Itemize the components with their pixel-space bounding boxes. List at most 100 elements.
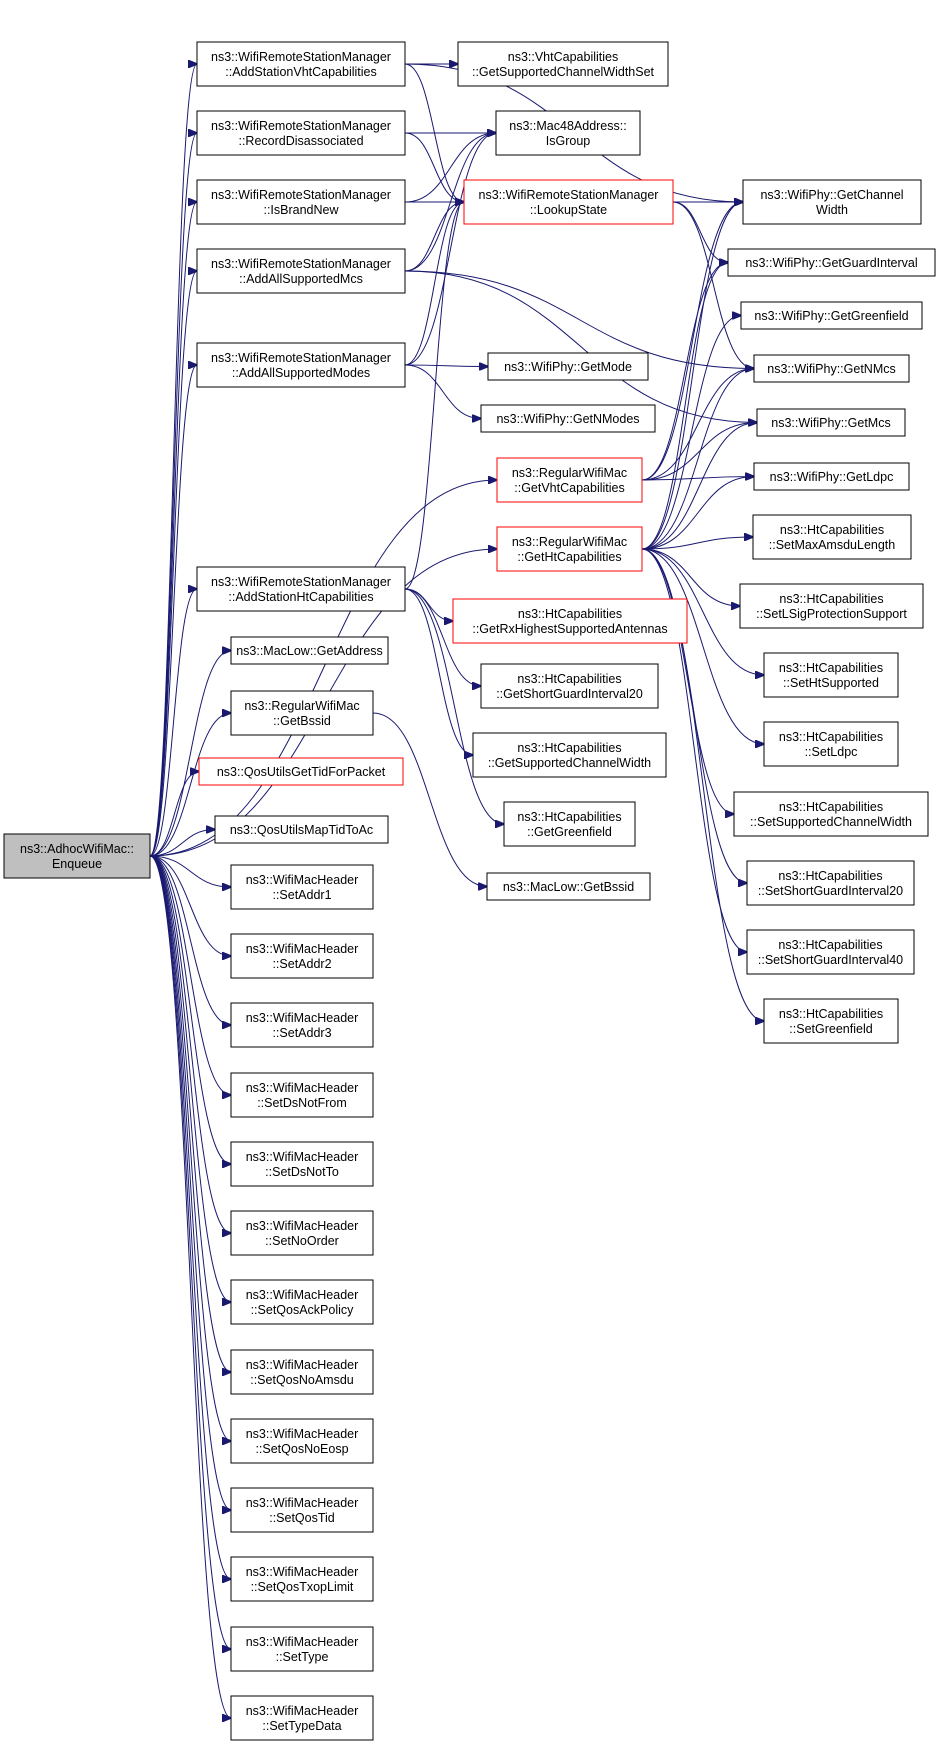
node-is-brand-new[interactable]: ns3::WifiRemoteStationManager::IsBrandNe…: [196, 179, 406, 225]
node-set-addr3[interactable]: ns3::WifiMacHeader::SetAddr3: [230, 1002, 374, 1048]
node-set-addr2[interactable]: ns3::WifiMacHeader::SetAddr2: [230, 933, 374, 979]
node-box: [763, 998, 899, 1044]
node-set-ldpc[interactable]: ns3::HtCapabilities::SetLdpc: [763, 721, 899, 767]
edge-reg-ht-to-phy-ldpc: [641, 477, 754, 550]
node-root[interactable]: ns3::AdhocWifiMac::Enqueue: [3, 833, 151, 879]
node-set-green[interactable]: ns3::HtCapabilities::SetGreenfield: [763, 998, 899, 1044]
node-box: [452, 598, 688, 644]
node-label: ns3::WifiPhy::GetMode: [504, 360, 632, 374]
node-set-qos-no-eosp[interactable]: ns3::WifiMacHeader::SetQosNoEosp: [230, 1418, 374, 1464]
edge-add-all-modes-to-get-nmodes: [404, 364, 481, 419]
node-set-type-data[interactable]: ns3::WifiMacHeader::SetTypeData: [230, 1695, 374, 1741]
node-box: [480, 404, 656, 433]
node-box: [763, 721, 899, 767]
node-add-all-modes[interactable]: ns3::WifiRemoteStationManager::AddAllSup…: [196, 342, 406, 388]
node-label: ::SetShortGuardInterval40: [758, 953, 903, 967]
edge-reg-ht-to-phy-chan-w: [641, 202, 743, 550]
node-label: ::AddAllSupportedModes: [232, 366, 370, 380]
node-box: [739, 583, 924, 629]
node-rec-disassoc[interactable]: ns3::WifiRemoteStationManager::RecordDis…: [196, 110, 406, 156]
node-get-mode[interactable]: ns3::WifiPhy::GetMode: [487, 352, 649, 381]
node-add-sta-vht[interactable]: ns3::WifiRemoteStationManager::AddStatio…: [196, 41, 406, 87]
node-is-group[interactable]: ns3::Mac48Address::IsGroup: [495, 110, 641, 156]
node-phy-gi[interactable]: ns3::WifiPhy::GetGuardInterval: [727, 248, 936, 277]
node-label: ns3::HtCapabilities: [779, 592, 883, 606]
node-box: [230, 1279, 374, 1325]
node-box: [196, 179, 406, 225]
node-box: [230, 933, 374, 979]
node-vht-chan-width[interactable]: ns3::VhtCapabilities::GetSupportedChanne…: [457, 41, 669, 87]
node-set-max-amsdu[interactable]: ns3::HtCapabilities::SetMaxAmsduLength: [752, 514, 912, 560]
node-label: ::SetAddr3: [272, 1026, 331, 1040]
edge-root-to-add-all-mcs: [149, 271, 197, 857]
node-reg-ht[interactable]: ns3::RegularWifiMac::GetHtCapabilities: [496, 526, 643, 572]
node-reg-get-bssid[interactable]: ns3::RegularWifiMac::GetBssid: [230, 690, 374, 736]
node-set-ds-not-to[interactable]: ns3::WifiMacHeader::SetDsNotTo: [230, 1141, 374, 1187]
node-box: [727, 248, 936, 277]
node-label: ns3::WifiRemoteStationManager: [211, 119, 391, 133]
node-mac-low-bssid[interactable]: ns3::MacLow::GetBssid: [486, 872, 651, 901]
node-box: [752, 514, 912, 560]
node-label: ns3::HtCapabilities: [779, 1007, 883, 1021]
edge-reg-ht-to-phy-gi: [641, 263, 728, 550]
node-set-qos-ack[interactable]: ns3::WifiMacHeader::SetQosAckPolicy: [230, 1279, 374, 1325]
function-nodes: ns3::AdhocWifiMac::Enqueue ns3::WifiRemot…: [3, 41, 936, 1741]
node-label: ns3::HtCapabilities: [779, 730, 883, 744]
node-box: [733, 791, 929, 837]
node-set-sup-chan-w[interactable]: ns3::HtCapabilities::SetSupportedChannel…: [733, 791, 929, 837]
node-set-type[interactable]: ns3::WifiMacHeader::SetType: [230, 1626, 374, 1672]
node-get-nmodes[interactable]: ns3::WifiPhy::GetNModes: [480, 404, 656, 433]
edge-root-to-set-ds-not-to: [149, 855, 231, 1164]
node-add-sta-ht[interactable]: ns3::WifiRemoteStationManager::AddStatio…: [196, 566, 406, 612]
edge-add-sta-ht-to-get-green: [404, 588, 504, 824]
node-set-sgi20[interactable]: ns3::HtCapabilities::SetShortGuardInterv…: [746, 860, 915, 906]
node-phy-nmcs[interactable]: ns3::WifiPhy::GetNMcs: [753, 354, 910, 383]
node-reg-vht[interactable]: ns3::RegularWifiMac::GetVhtCapabilities: [496, 457, 643, 503]
node-label: ::AddAllSupportedMcs: [239, 272, 363, 286]
node-label: ns3::WifiMacHeader: [246, 1011, 359, 1025]
node-qos-tid-pkt[interactable]: ns3::QosUtilsGetTidForPacket: [198, 757, 404, 786]
node-box: [480, 663, 659, 709]
node-set-sgi40[interactable]: ns3::HtCapabilities::SetShortGuardInterv…: [746, 929, 915, 975]
node-mac-low-get-addr[interactable]: ns3::MacLow::GetAddress: [230, 636, 389, 665]
node-set-lsig[interactable]: ns3::HtCapabilities::SetLSigProtectionSu…: [739, 583, 924, 629]
node-set-qos-tid[interactable]: ns3::WifiMacHeader::SetQosTid: [230, 1487, 374, 1533]
edge-reg-vht-to-phy-chan-w: [641, 202, 743, 481]
node-set-qos-txop[interactable]: ns3::WifiMacHeader::SetQosTxopLimit: [230, 1556, 374, 1602]
node-label: ::SetMaxAmsduLength: [769, 538, 896, 552]
node-set-no-order[interactable]: ns3::WifiMacHeader::SetNoOrder: [230, 1210, 374, 1256]
node-label: ::SetQosTxopLimit: [251, 1580, 354, 1594]
node-box: [753, 354, 910, 383]
node-qos-map-tid[interactable]: ns3::QosUtilsMapTidToAc: [214, 815, 389, 844]
node-get-sup-chan-w[interactable]: ns3::HtCapabilities::GetSupportedChannel…: [472, 732, 667, 778]
node-label: ns3::WifiMacHeader: [246, 873, 359, 887]
node-phy-green[interactable]: ns3::WifiPhy::GetGreenfield: [740, 301, 923, 330]
node-label: ns3::WifiRemoteStationManager: [211, 351, 391, 365]
edge-root-to-mac-low-get-addr: [149, 651, 231, 857]
node-label: ::SetNoOrder: [265, 1234, 339, 1248]
node-label: ::SetLSigProtectionSupport: [756, 607, 907, 621]
edge-add-all-mcs-to-phy-mcs: [404, 270, 757, 423]
node-add-all-mcs[interactable]: ns3::WifiRemoteStationManager::AddAllSup…: [196, 248, 406, 294]
node-set-qos-no-amsdu[interactable]: ns3::WifiMacHeader::SetQosNoAmsdu: [230, 1349, 374, 1395]
node-label: ::GetBssid: [273, 714, 331, 728]
node-get-green[interactable]: ns3::HtCapabilities::GetGreenfield: [503, 801, 636, 847]
edge-root-to-set-addr3: [149, 855, 231, 1025]
edge-root-to-set-type: [149, 855, 231, 1649]
node-box: [756, 408, 906, 437]
node-lookup-state[interactable]: ns3::WifiRemoteStationManager::LookupSta…: [463, 179, 674, 225]
node-get-sgi20[interactable]: ns3::HtCapabilities::GetShortGuardInterv…: [480, 663, 659, 709]
node-set-ht-sup[interactable]: ns3::HtCapabilities::SetHtSupported: [763, 652, 899, 698]
node-get-rx-ant[interactable]: ns3::HtCapabilities::GetRxHighestSupport…: [452, 598, 688, 644]
node-box: [230, 690, 374, 736]
node-set-addr1[interactable]: ns3::WifiMacHeader::SetAddr1: [230, 864, 374, 910]
node-label: ns3::WifiPhy::GetGuardInterval: [745, 256, 917, 270]
node-box: [230, 1072, 374, 1118]
node-phy-ldpc[interactable]: ns3::WifiPhy::GetLdpc: [753, 462, 910, 491]
node-label: ns3::WifiMacHeader: [246, 1635, 359, 1649]
edge-add-all-modes-to-get-mode: [404, 365, 488, 367]
node-phy-mcs[interactable]: ns3::WifiPhy::GetMcs: [756, 408, 906, 437]
node-set-ds-not-from[interactable]: ns3::WifiMacHeader::SetDsNotFrom: [230, 1072, 374, 1118]
